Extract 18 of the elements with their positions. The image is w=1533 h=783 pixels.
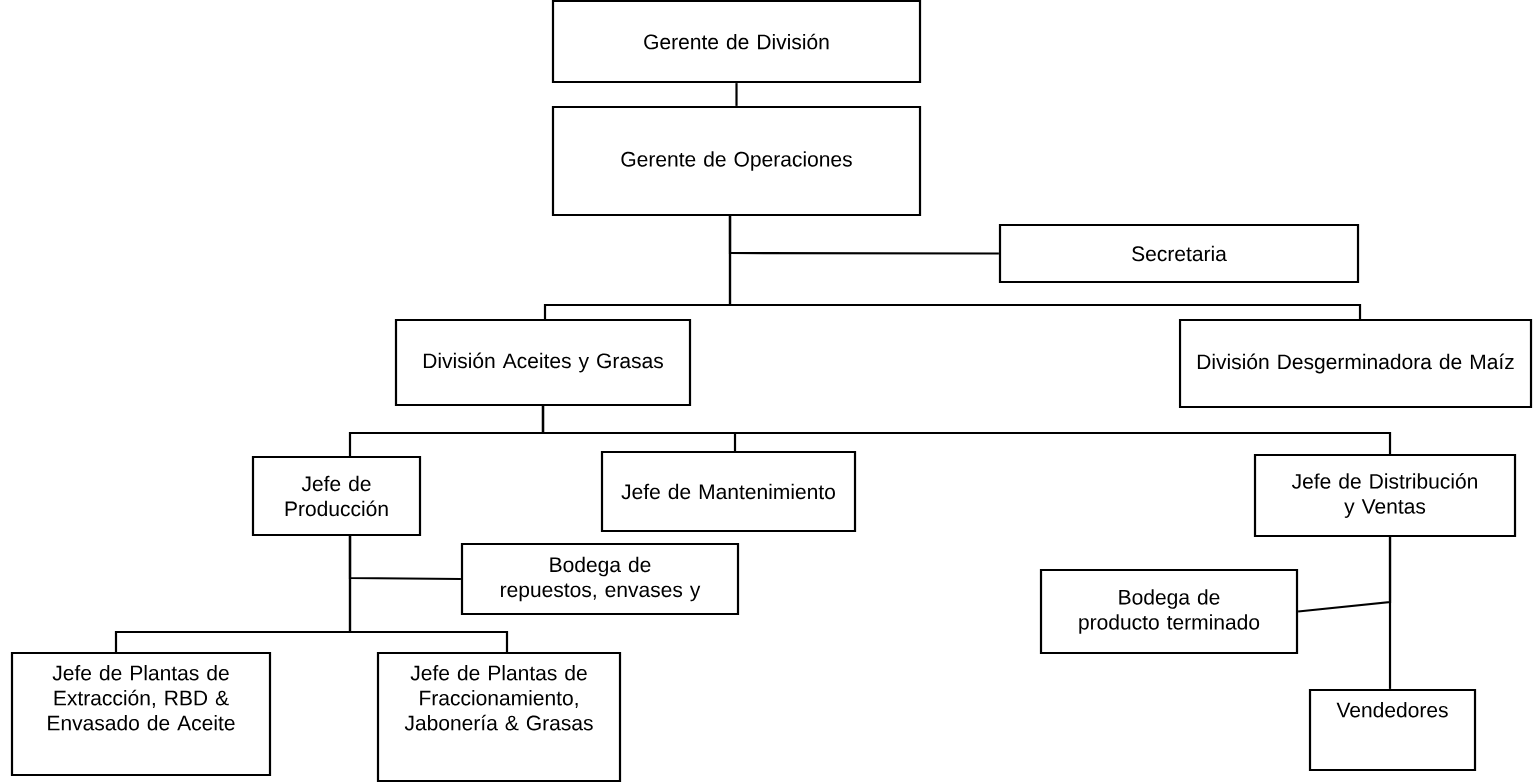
connector-line (1388, 537, 1392, 689)
org-box: Gerente de División (551, 0, 922, 84)
org-box: Jefe de Producción (251, 455, 422, 537)
org-box: Jefe de Distribución y Ventas (1253, 453, 1517, 538)
connector-line (541, 406, 1392, 454)
connector-line (728, 216, 1362, 319)
org-box: Bodega de repuestos, envases y (460, 542, 740, 616)
org-box: División Desgerminadora de Maíz (1178, 318, 1533, 409)
connector-line (348, 536, 509, 652)
org-box: Jefe de Plantas de Fraccionamiento, Jabonería & Grasas (376, 651, 622, 783)
org-box: División Aceites y Grasas (394, 318, 692, 407)
org-box: Vendedores (1308, 688, 1477, 772)
org-box: Secretaria (998, 223, 1360, 284)
org-box: Jefe de Plantas de Extracción, RBD & Envasado de Aceite (10, 651, 272, 777)
connector-line (735, 83, 738, 106)
org-box: Gerente de Operaciones (551, 105, 922, 217)
org-box: Jefe de Mantenimiento (600, 450, 857, 533)
org-box: Bodega de producto terminado (1039, 568, 1299, 655)
